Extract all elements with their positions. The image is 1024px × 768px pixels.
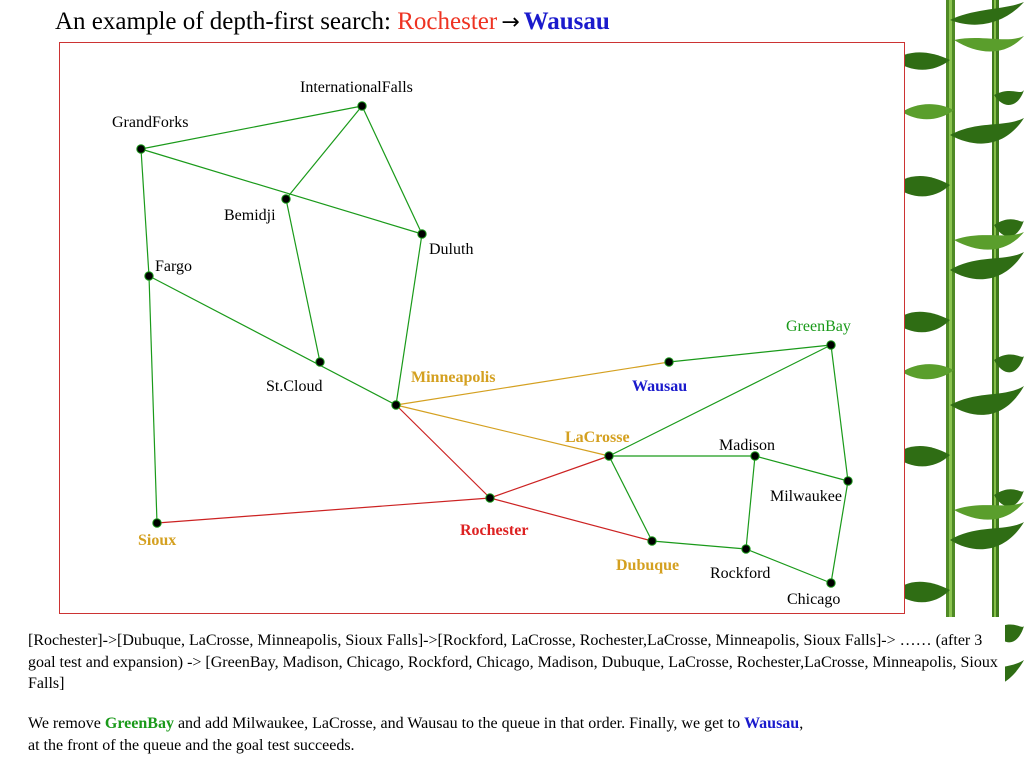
labels-layer: InternationalFallsGrandForksBemidjiDulut… xyxy=(112,79,851,608)
node-fargo xyxy=(144,271,154,281)
edge-lacrosse-dubuque xyxy=(608,455,653,542)
node-label-milwaukee: Milwaukee xyxy=(770,488,842,505)
node-label-minneapolis: Minneapolis xyxy=(411,369,495,386)
edge-madison-milwaukee xyxy=(754,455,849,482)
conclusion-paragraph: We remove GreenBay and add Milwaukee, La… xyxy=(28,713,1003,756)
node-label-dubuque: Dubuque xyxy=(616,557,679,574)
nodes-layer xyxy=(136,101,853,588)
title-goal-city: Wausau xyxy=(523,8,610,35)
node-label-rochester: Rochester xyxy=(460,522,528,539)
edge-duluth-minneapolis xyxy=(395,233,423,406)
conclusion-greenbay: GreenBay xyxy=(104,715,174,732)
conclusion-text-2: and add Milwaukee, LaCrosse, and Wausau … xyxy=(173,715,745,732)
node-stcloud xyxy=(315,357,325,367)
node-label-greenbay: GreenBay xyxy=(786,318,851,335)
node-label-wausau: Wausau xyxy=(632,378,687,395)
node-label-bemidji: Bemidji xyxy=(224,207,276,224)
edge-dubuque-rockford xyxy=(651,540,747,550)
node-label-grandforks: GrandForks xyxy=(112,114,188,131)
node-label-duluth: Duluth xyxy=(429,241,473,258)
node-label-madison: Madison xyxy=(719,437,775,454)
node-label-lacrosse: LaCrosse xyxy=(565,429,630,446)
edge-milwaukee-chicago xyxy=(830,480,849,584)
edge-madison-rockford xyxy=(745,455,756,550)
edge-grandforks-duluth xyxy=(140,148,423,235)
node-label-chicago: Chicago xyxy=(787,591,840,608)
edge-fargo-sioux xyxy=(148,275,158,524)
title-prefix: An example of depth-first search: xyxy=(55,8,398,35)
conclusion-text-1: We remove xyxy=(28,715,105,732)
node-duluth xyxy=(417,229,427,239)
node-label-rockford: Rockford xyxy=(710,565,770,582)
node-sioux xyxy=(152,518,162,528)
node-label-internationalfalls: InternationalFalls xyxy=(300,79,413,96)
node-bemidji xyxy=(281,194,291,204)
conclusion-text-3: , xyxy=(799,715,804,732)
edge-grandforks-fargo xyxy=(140,148,150,277)
edge-internationalfalls-bemidji xyxy=(285,105,363,200)
slide-title: An example of depth-first search: Roches… xyxy=(55,8,610,36)
node-lacrosse xyxy=(604,451,614,461)
edge-greenbay-milwaukee xyxy=(830,344,849,482)
edge-minneapolis-rochester xyxy=(395,404,491,499)
edge-greenbay-lacrosse xyxy=(608,344,832,457)
node-rockford xyxy=(741,544,751,554)
edge-bemidji-stcloud xyxy=(285,198,321,363)
edge-minneapolis-wausau xyxy=(395,361,670,406)
edge-minneapolis-lacrosse xyxy=(395,404,610,457)
title-start-city: Rochester xyxy=(397,8,498,35)
node-milwaukee xyxy=(843,476,853,486)
edge-wausau-greenbay xyxy=(668,344,832,363)
edge-internationalfalls-duluth xyxy=(361,105,423,235)
text-panel xyxy=(10,617,1005,768)
edge-rochester-lacrosse xyxy=(489,455,610,499)
node-dubuque xyxy=(647,536,657,546)
node-wausau xyxy=(664,357,674,367)
edge-rockford-chicago xyxy=(745,548,832,584)
conclusion-wausau: Wausau xyxy=(744,715,800,732)
edge-sioux-rochester xyxy=(156,497,491,524)
node-chicago xyxy=(826,578,836,588)
node-label-stcloud: St.Cloud xyxy=(266,378,322,395)
node-label-fargo: Fargo xyxy=(155,258,192,275)
node-minneapolis xyxy=(391,400,401,410)
arrow-right-icon: → xyxy=(501,10,520,35)
node-label-sioux: Sioux xyxy=(138,532,176,549)
node-internationalfalls xyxy=(357,101,367,111)
queue-trace-paragraph: [Rochester]->[Dubuque, LaCrosse, Minneap… xyxy=(28,632,998,692)
edges-layer xyxy=(140,105,849,584)
conclusion-text-4: at the front of the queue and the goal t… xyxy=(28,736,355,754)
node-grandforks xyxy=(136,144,146,154)
node-greenbay xyxy=(826,340,836,350)
node-rochester xyxy=(485,493,495,503)
edge-fargo-minneapolis xyxy=(148,275,397,406)
edge-rochester-dubuque xyxy=(489,497,653,542)
edge-grandforks-internationalfalls xyxy=(140,105,363,150)
node-madison xyxy=(750,451,760,461)
graph-diagram: InternationalFallsGrandForksBemidjiDulut… xyxy=(59,42,905,614)
